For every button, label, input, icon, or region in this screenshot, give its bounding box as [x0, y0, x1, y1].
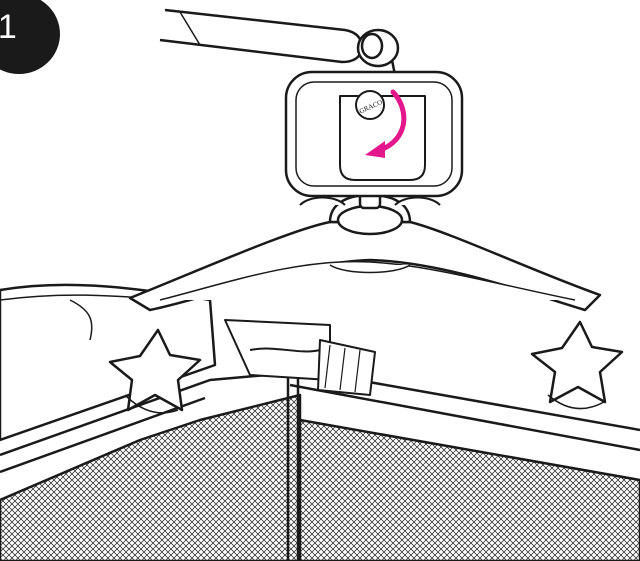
music-box: GRACO — [286, 72, 462, 196]
star-toy-icon — [532, 322, 622, 409]
step-number: 41 — [0, 8, 18, 47]
mobile-arm — [130, 190, 600, 310]
overhead-rod — [160, 10, 398, 75]
fabric-cover — [225, 320, 375, 395]
